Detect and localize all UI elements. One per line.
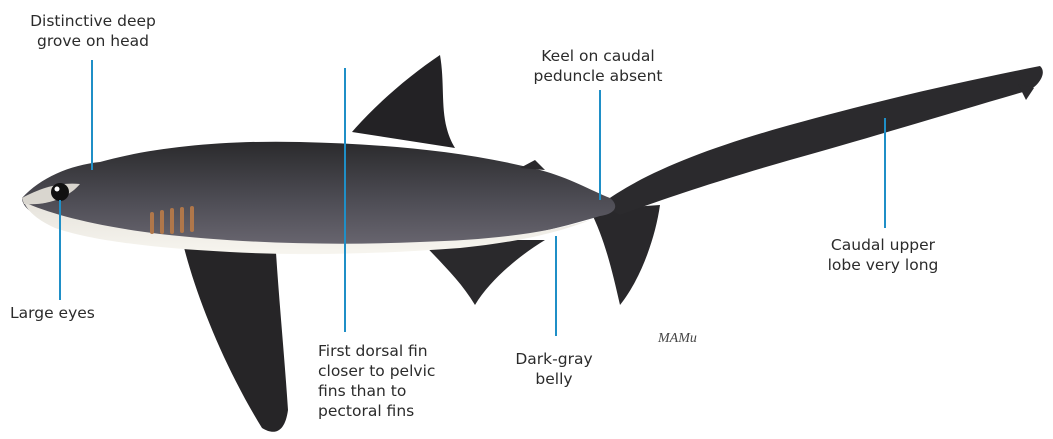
annotation-groove: Distinctive deep grove on head [4,11,182,51]
shark-eye [51,183,69,201]
artist-signature: MAMu [657,331,697,346]
annotation-dorsal: First dorsal fin closer to pelvic fins t… [318,341,435,421]
pectoral-fin [180,230,288,432]
lower-caudal-lobe [590,205,660,305]
annotation-eyes: Large eyes [10,303,95,323]
annotation-belly: Dark-gray belly [494,349,614,389]
first-dorsal-fin [352,55,455,148]
annotation-keel: Keel on caudal peduncle absent [513,46,683,86]
pelvic-fin [420,240,545,305]
annotation-caudal: Caudal upper lobe very long [808,235,958,275]
upper-caudal-lobe [600,66,1043,215]
